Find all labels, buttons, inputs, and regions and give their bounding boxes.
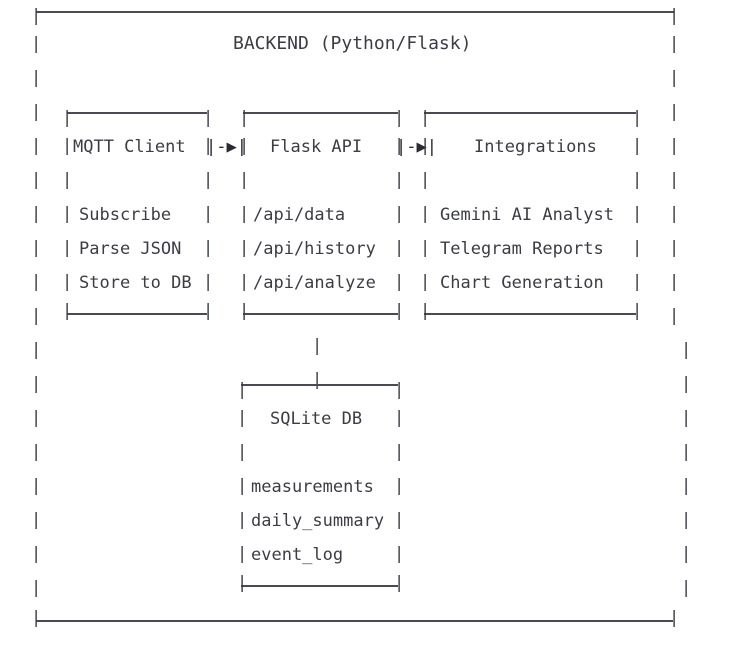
outer-border-top (36, 11, 674, 13)
sqlite-box-border-top (241, 384, 398, 386)
mqtt-box-border-bottom (67, 313, 207, 315)
mqtt-client-item-0: Subscribe (79, 205, 172, 225)
integrations-title: Integrations (474, 137, 597, 157)
flask-api-item-1: /api/history (253, 239, 376, 259)
arrow-flask-to-integrations-icon: |-▶| (396, 137, 437, 157)
flask-api-item-0: /api/data (253, 205, 346, 225)
flask-api-item-2: /api/analyze (253, 273, 376, 293)
mqtt-client-item-2: Store to DB (79, 273, 192, 293)
mqtt-client-title: MQTT Client (73, 137, 186, 157)
integrations-item-2: Chart Generation (440, 273, 604, 293)
sqlite-db-item-1: daily_summary (251, 511, 385, 531)
mqtt-client-item-1: Parse JSON (79, 239, 182, 259)
flask-box-border-top (243, 112, 398, 114)
arrow-mqtt-to-flask-icon: |-▶| (206, 137, 247, 157)
outer-border-bottom (36, 620, 673, 622)
sqlite-db-item-0: measurements (251, 477, 374, 497)
integrations-box-border-bottom (424, 313, 636, 315)
connector-flask-to-sqlite-glyph-0: | (312, 336, 323, 356)
mqtt-box-border-top (67, 112, 207, 114)
sqlite-db-title: SQLite DB (270, 409, 363, 429)
diagram-title: BACKEND (Python/Flask) (233, 33, 472, 54)
sqlite-db-item-2: event_log (251, 545, 344, 565)
integrations-item-0: Gemini AI Analyst (440, 205, 614, 225)
sqlite-box-border-bottom (241, 585, 398, 587)
flask-box-border-bottom (243, 313, 398, 315)
connector-flask-to-sqlite-glyph-1: | (312, 370, 323, 390)
flask-api-title: Flask API (270, 137, 363, 157)
integrations-item-1: Telegram Reports (440, 239, 604, 259)
integrations-box-border-top (424, 112, 636, 114)
